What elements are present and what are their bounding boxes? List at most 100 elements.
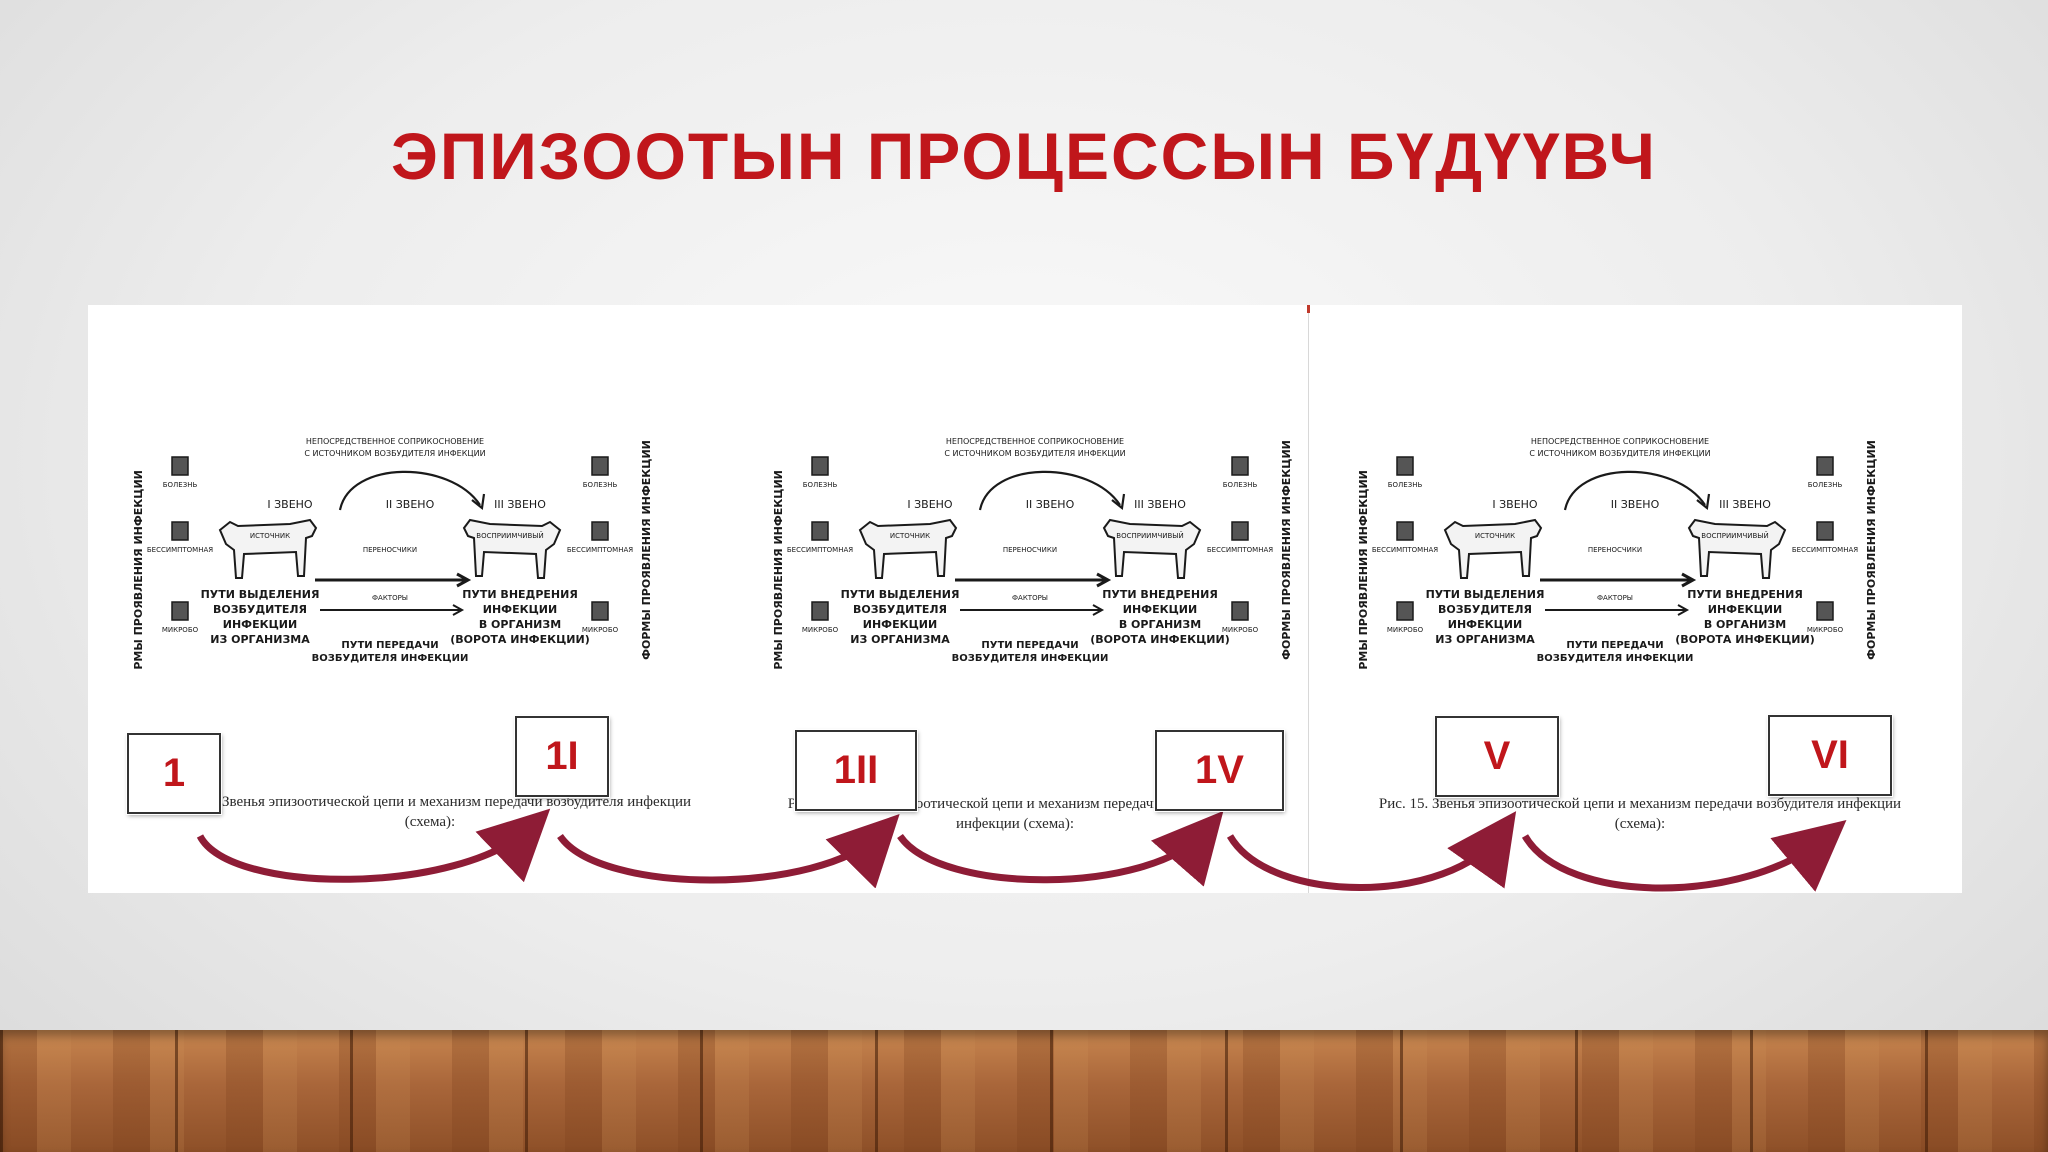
svg-text:III ЗВЕНО: III ЗВЕНО [1134, 498, 1186, 511]
svg-text:НЕПОСРЕДСТВЕННОЕ СОПРИКОСНОВЕН: НЕПОСРЕДСТВЕННОЕ СОПРИКОСНОВЕНИЕ [1531, 437, 1709, 446]
svg-text:ИНФЕКЦИИ: ИНФЕКЦИИ [1123, 603, 1197, 616]
label-box-1: 1 [127, 733, 221, 814]
svg-text:ПУТИ ПЕРЕДАЧИ: ПУТИ ПЕРЕДАЧИ [1566, 640, 1663, 651]
svg-text:ИЗ ОРГАНИЗМА: ИЗ ОРГАНИЗМА [1435, 633, 1535, 646]
svg-text:ПУТИ ПЕРЕДАЧИ: ПУТИ ПЕРЕДАЧИ [341, 640, 438, 651]
svg-text:МИКРОБО: МИКРОБО [1222, 626, 1259, 634]
image-panel [88, 305, 1962, 893]
svg-text:С ИСТОЧНИКОМ ВОЗБУДИТЕЛЯ ИНФЕК: С ИСТОЧНИКОМ ВОЗБУДИТЕЛЯ ИНФЕКЦИИ [1529, 449, 1710, 458]
svg-text:ИСТОЧНИК: ИСТОЧНИК [1475, 532, 1515, 540]
epizootic-chain-diagram-2: ФОРМЫ ПРОЯВЛЕНИЯ ИНФЕКЦИИ ФОРМЫ ПРОЯВЛЕНИ… [760, 430, 1300, 670]
svg-text:ВОСПРИИМЧИВЫЙ: ВОСПРИИМЧИВЫЙ [1116, 531, 1183, 540]
epizootic-chain-diagram-3: ФОРМЫ ПРОЯВЛЕНИЯ ИНФЕКЦИИ ФОРМЫ ПРОЯВЛЕНИ… [1345, 430, 1885, 670]
svg-text:БОЛЕЗНЬ: БОЛЕЗНЬ [1808, 481, 1843, 489]
label-box-5: V [1435, 716, 1559, 797]
label-box-3: 1II [795, 730, 917, 811]
svg-text:ПЕРЕНОСЧИКИ: ПЕРЕНОСЧИКИ [1588, 546, 1642, 554]
svg-text:ФОРМЫ ПРОЯВЛЕНИЯ ИНФЕКЦИИ: ФОРМЫ ПРОЯВЛЕНИЯ ИНФЕКЦИИ [640, 440, 653, 660]
svg-text:БОЛЕЗНЬ: БОЛЕЗНЬ [583, 481, 618, 489]
svg-text:ФОРМЫ ПРОЯВЛЕНИЯ ИНФЕКЦИИ: ФОРМЫ ПРОЯВЛЕНИЯ ИНФЕКЦИИ [132, 470, 145, 670]
svg-text:ВОЗБУДИТЕЛЯ ИНФЕКЦИИ: ВОЗБУДИТЕЛЯ ИНФЕКЦИИ [312, 653, 469, 664]
svg-text:БЕССИМПТОМНАЯ: БЕССИМПТОМНАЯ [1372, 546, 1438, 554]
svg-text:ПУТИ ВНЕДРЕНИЯ: ПУТИ ВНЕДРЕНИЯ [1102, 588, 1218, 601]
svg-text:МИКРОБО: МИКРОБО [1807, 626, 1844, 634]
svg-text:ПУТИ ВЫДЕЛЕНИЯ: ПУТИ ВЫДЕЛЕНИЯ [1426, 588, 1545, 601]
svg-text:В ОРГАНИЗМ: В ОРГАНИЗМ [1704, 618, 1786, 631]
svg-text:ФОРМЫ ПРОЯВЛЕНИЯ ИНФЕКЦИИ: ФОРМЫ ПРОЯВЛЕНИЯ ИНФЕКЦИИ [772, 470, 785, 670]
figure-caption-3: Рис. 15. Звенья эпизоотической цепи и ме… [1378, 796, 1902, 832]
svg-text:С ИСТОЧНИКОМ ВОЗБУДИТЕЛЯ ИНФЕК: С ИСТОЧНИКОМ ВОЗБУДИТЕЛЯ ИНФЕКЦИИ [304, 449, 485, 458]
svg-text:ФОРМЫ ПРОЯВЛЕНИЯ ИНФЕКЦИИ: ФОРМЫ ПРОЯВЛЕНИЯ ИНФЕКЦИИ [1865, 440, 1878, 660]
svg-text:(ВОРОТА ИНФЕКЦИИ): (ВОРОТА ИНФЕКЦИИ) [1675, 633, 1815, 646]
svg-text:ИНФЕКЦИИ: ИНФЕКЦИИ [483, 603, 557, 616]
svg-text:ФОРМЫ ПРОЯВЛЕНИЯ ИНФЕКЦИИ: ФОРМЫ ПРОЯВЛЕНИЯ ИНФЕКЦИИ [1357, 470, 1370, 670]
svg-text:БОЛЕЗНЬ: БОЛЕЗНЬ [1388, 481, 1423, 489]
svg-text:БЕССИМПТОМНАЯ: БЕССИМПТОМНАЯ [567, 546, 633, 554]
diagram-drawing-3: ФОРМЫ ПРОЯВЛЕНИЯ ИНФЕКЦИИ ФОРМЫ ПРОЯВЛЕНИ… [1357, 437, 1878, 670]
svg-text:ВОЗБУДИТЕЛЯ: ВОЗБУДИТЕЛЯ [853, 603, 947, 616]
svg-text:ВОЗБУДИТЕЛЯ ИНФЕКЦИИ: ВОЗБУДИТЕЛЯ ИНФЕКЦИИ [1537, 653, 1694, 664]
svg-text:БОЛЕЗНЬ: БОЛЕЗНЬ [1223, 481, 1258, 489]
svg-text:ПУТИ ПЕРЕДАЧИ: ПУТИ ПЕРЕДАЧИ [981, 640, 1078, 651]
panel-marker [1307, 305, 1310, 313]
label-box-2: 1I [515, 716, 609, 797]
wooden-floor [0, 1030, 2048, 1152]
diagram-drawing-1: ФОРМЫ ПРОЯВЛЕНИЯ ИНФЕКЦИИ ФОРМЫ ПРОЯВЛЕНИ… [132, 437, 653, 670]
svg-text:ВОСПРИИМЧИВЫЙ: ВОСПРИИМЧИВЫЙ [1701, 531, 1768, 540]
svg-text:ПУТИ ВНЕДРЕНИЯ: ПУТИ ВНЕДРЕНИЯ [1687, 588, 1803, 601]
svg-text:ВОЗБУДИТЕЛЯ: ВОЗБУДИТЕЛЯ [1438, 603, 1532, 616]
svg-text:ИЗ ОРГАНИЗМА: ИЗ ОРГАНИЗМА [850, 633, 950, 646]
svg-text:III ЗВЕНО: III ЗВЕНО [494, 498, 546, 511]
panel-divider [1308, 305, 1309, 893]
slide-title: ЭПИЗООТЫН ПРОЦЕССЫН БҮДҮҮВЧ [390, 119, 1658, 193]
svg-text:II ЗВЕНО: II ЗВЕНО [1611, 498, 1660, 511]
svg-text:ФОРМЫ ПРОЯВЛЕНИЯ ИНФЕКЦИИ: ФОРМЫ ПРОЯВЛЕНИЯ ИНФЕКЦИИ [1280, 440, 1293, 660]
svg-text:БЕССИМПТОМНАЯ: БЕССИМПТОМНАЯ [147, 546, 213, 554]
svg-text:НЕПОСРЕДСТВЕННОЕ СОПРИКОСНОВЕН: НЕПОСРЕДСТВЕННОЕ СОПРИКОСНОВЕНИЕ [946, 437, 1124, 446]
svg-text:ФАКТОРЫ: ФАКТОРЫ [1012, 594, 1048, 602]
svg-text:ИНФЕКЦИИ: ИНФЕКЦИИ [1708, 603, 1782, 616]
svg-text:БЕССИМПТОМНАЯ: БЕССИМПТОМНАЯ [1207, 546, 1273, 554]
svg-text:В ОРГАНИЗМ: В ОРГАНИЗМ [479, 618, 561, 631]
figure-caption-1: Рис. 15. Звенья эпизоотической цепи и ме… [168, 794, 692, 830]
svg-text:ИЗ ОРГАНИЗМА: ИЗ ОРГАНИЗМА [210, 633, 310, 646]
svg-text:ИСТОЧНИК: ИСТОЧНИК [890, 532, 930, 540]
svg-text:ПУТИ ВНЕДРЕНИЯ: ПУТИ ВНЕДРЕНИЯ [462, 588, 578, 601]
svg-text:ИНФЕКЦИИ: ИНФЕКЦИИ [863, 618, 937, 631]
svg-text:II ЗВЕНО: II ЗВЕНО [386, 498, 435, 511]
svg-text:МИКРОБО: МИКРОБО [162, 626, 199, 634]
svg-text:I ЗВЕНО: I ЗВЕНО [1492, 498, 1538, 511]
svg-text:ИСТОЧНИК: ИСТОЧНИК [250, 532, 290, 540]
svg-text:(ВОРОТА ИНФЕКЦИИ): (ВОРОТА ИНФЕКЦИИ) [450, 633, 590, 646]
svg-text:БОЛЕЗНЬ: БОЛЕЗНЬ [803, 481, 838, 489]
svg-text:ВОСПРИИМЧИВЫЙ: ВОСПРИИМЧИВЫЙ [476, 531, 543, 540]
svg-text:БЕССИМПТОМНАЯ: БЕССИМПТОМНАЯ [1792, 546, 1858, 554]
svg-text:ПУТИ ВЫДЕЛЕНИЯ: ПУТИ ВЫДЕЛЕНИЯ [201, 588, 320, 601]
svg-text:МИКРОБО: МИКРОБО [582, 626, 619, 634]
label-box-6: VI [1768, 715, 1892, 796]
svg-text:ПЕРЕНОСЧИКИ: ПЕРЕНОСЧИКИ [1003, 546, 1057, 554]
svg-text:II ЗВЕНО: II ЗВЕНО [1026, 498, 1075, 511]
svg-text:ИНФЕКЦИИ: ИНФЕКЦИИ [223, 618, 297, 631]
svg-text:ИНФЕКЦИИ: ИНФЕКЦИИ [1448, 618, 1522, 631]
svg-text:МИКРОБО: МИКРОБО [1387, 626, 1424, 634]
svg-text:I ЗВЕНО: I ЗВЕНО [267, 498, 313, 511]
diagram-drawing-2: ФОРМЫ ПРОЯВЛЕНИЯ ИНФЕКЦИИ ФОРМЫ ПРОЯВЛЕНИ… [772, 437, 1293, 670]
svg-text:НЕПОСРЕДСТВЕННОЕ СОПРИКОСНОВЕН: НЕПОСРЕДСТВЕННОЕ СОПРИКОСНОВЕНИЕ [306, 437, 484, 446]
svg-text:МИКРОБО: МИКРОБО [802, 626, 839, 634]
svg-text:ФАКТОРЫ: ФАКТОРЫ [1597, 594, 1633, 602]
svg-text:I ЗВЕНО: I ЗВЕНО [907, 498, 953, 511]
svg-text:БЕССИМПТОМНАЯ: БЕССИМПТОМНАЯ [787, 546, 853, 554]
svg-text:ПУТИ ВЫДЕЛЕНИЯ: ПУТИ ВЫДЕЛЕНИЯ [841, 588, 960, 601]
svg-text:БОЛЕЗНЬ: БОЛЕЗНЬ [163, 481, 198, 489]
svg-text:(ВОРОТА ИНФЕКЦИИ): (ВОРОТА ИНФЕКЦИИ) [1090, 633, 1230, 646]
epizootic-chain-diagram-1: ФОРМЫ ПРОЯВЛЕНИЯ ИНФЕКЦИИ ФОРМЫ ПРОЯВЛЕНИ… [120, 430, 660, 670]
svg-text:ФАКТОРЫ: ФАКТОРЫ [372, 594, 408, 602]
svg-text:В ОРГАНИЗМ: В ОРГАНИЗМ [1119, 618, 1201, 631]
svg-text:III ЗВЕНО: III ЗВЕНО [1719, 498, 1771, 511]
svg-text:ПЕРЕНОСЧИКИ: ПЕРЕНОСЧИКИ [363, 546, 417, 554]
label-box-4: 1V [1155, 730, 1284, 811]
svg-text:С ИСТОЧНИКОМ ВОЗБУДИТЕЛЯ ИНФЕК: С ИСТОЧНИКОМ ВОЗБУДИТЕЛЯ ИНФЕКЦИИ [944, 449, 1125, 458]
svg-text:ВОЗБУДИТЕЛЯ: ВОЗБУДИТЕЛЯ [213, 603, 307, 616]
svg-text:ВОЗБУДИТЕЛЯ ИНФЕКЦИИ: ВОЗБУДИТЕЛЯ ИНФЕКЦИИ [952, 653, 1109, 664]
